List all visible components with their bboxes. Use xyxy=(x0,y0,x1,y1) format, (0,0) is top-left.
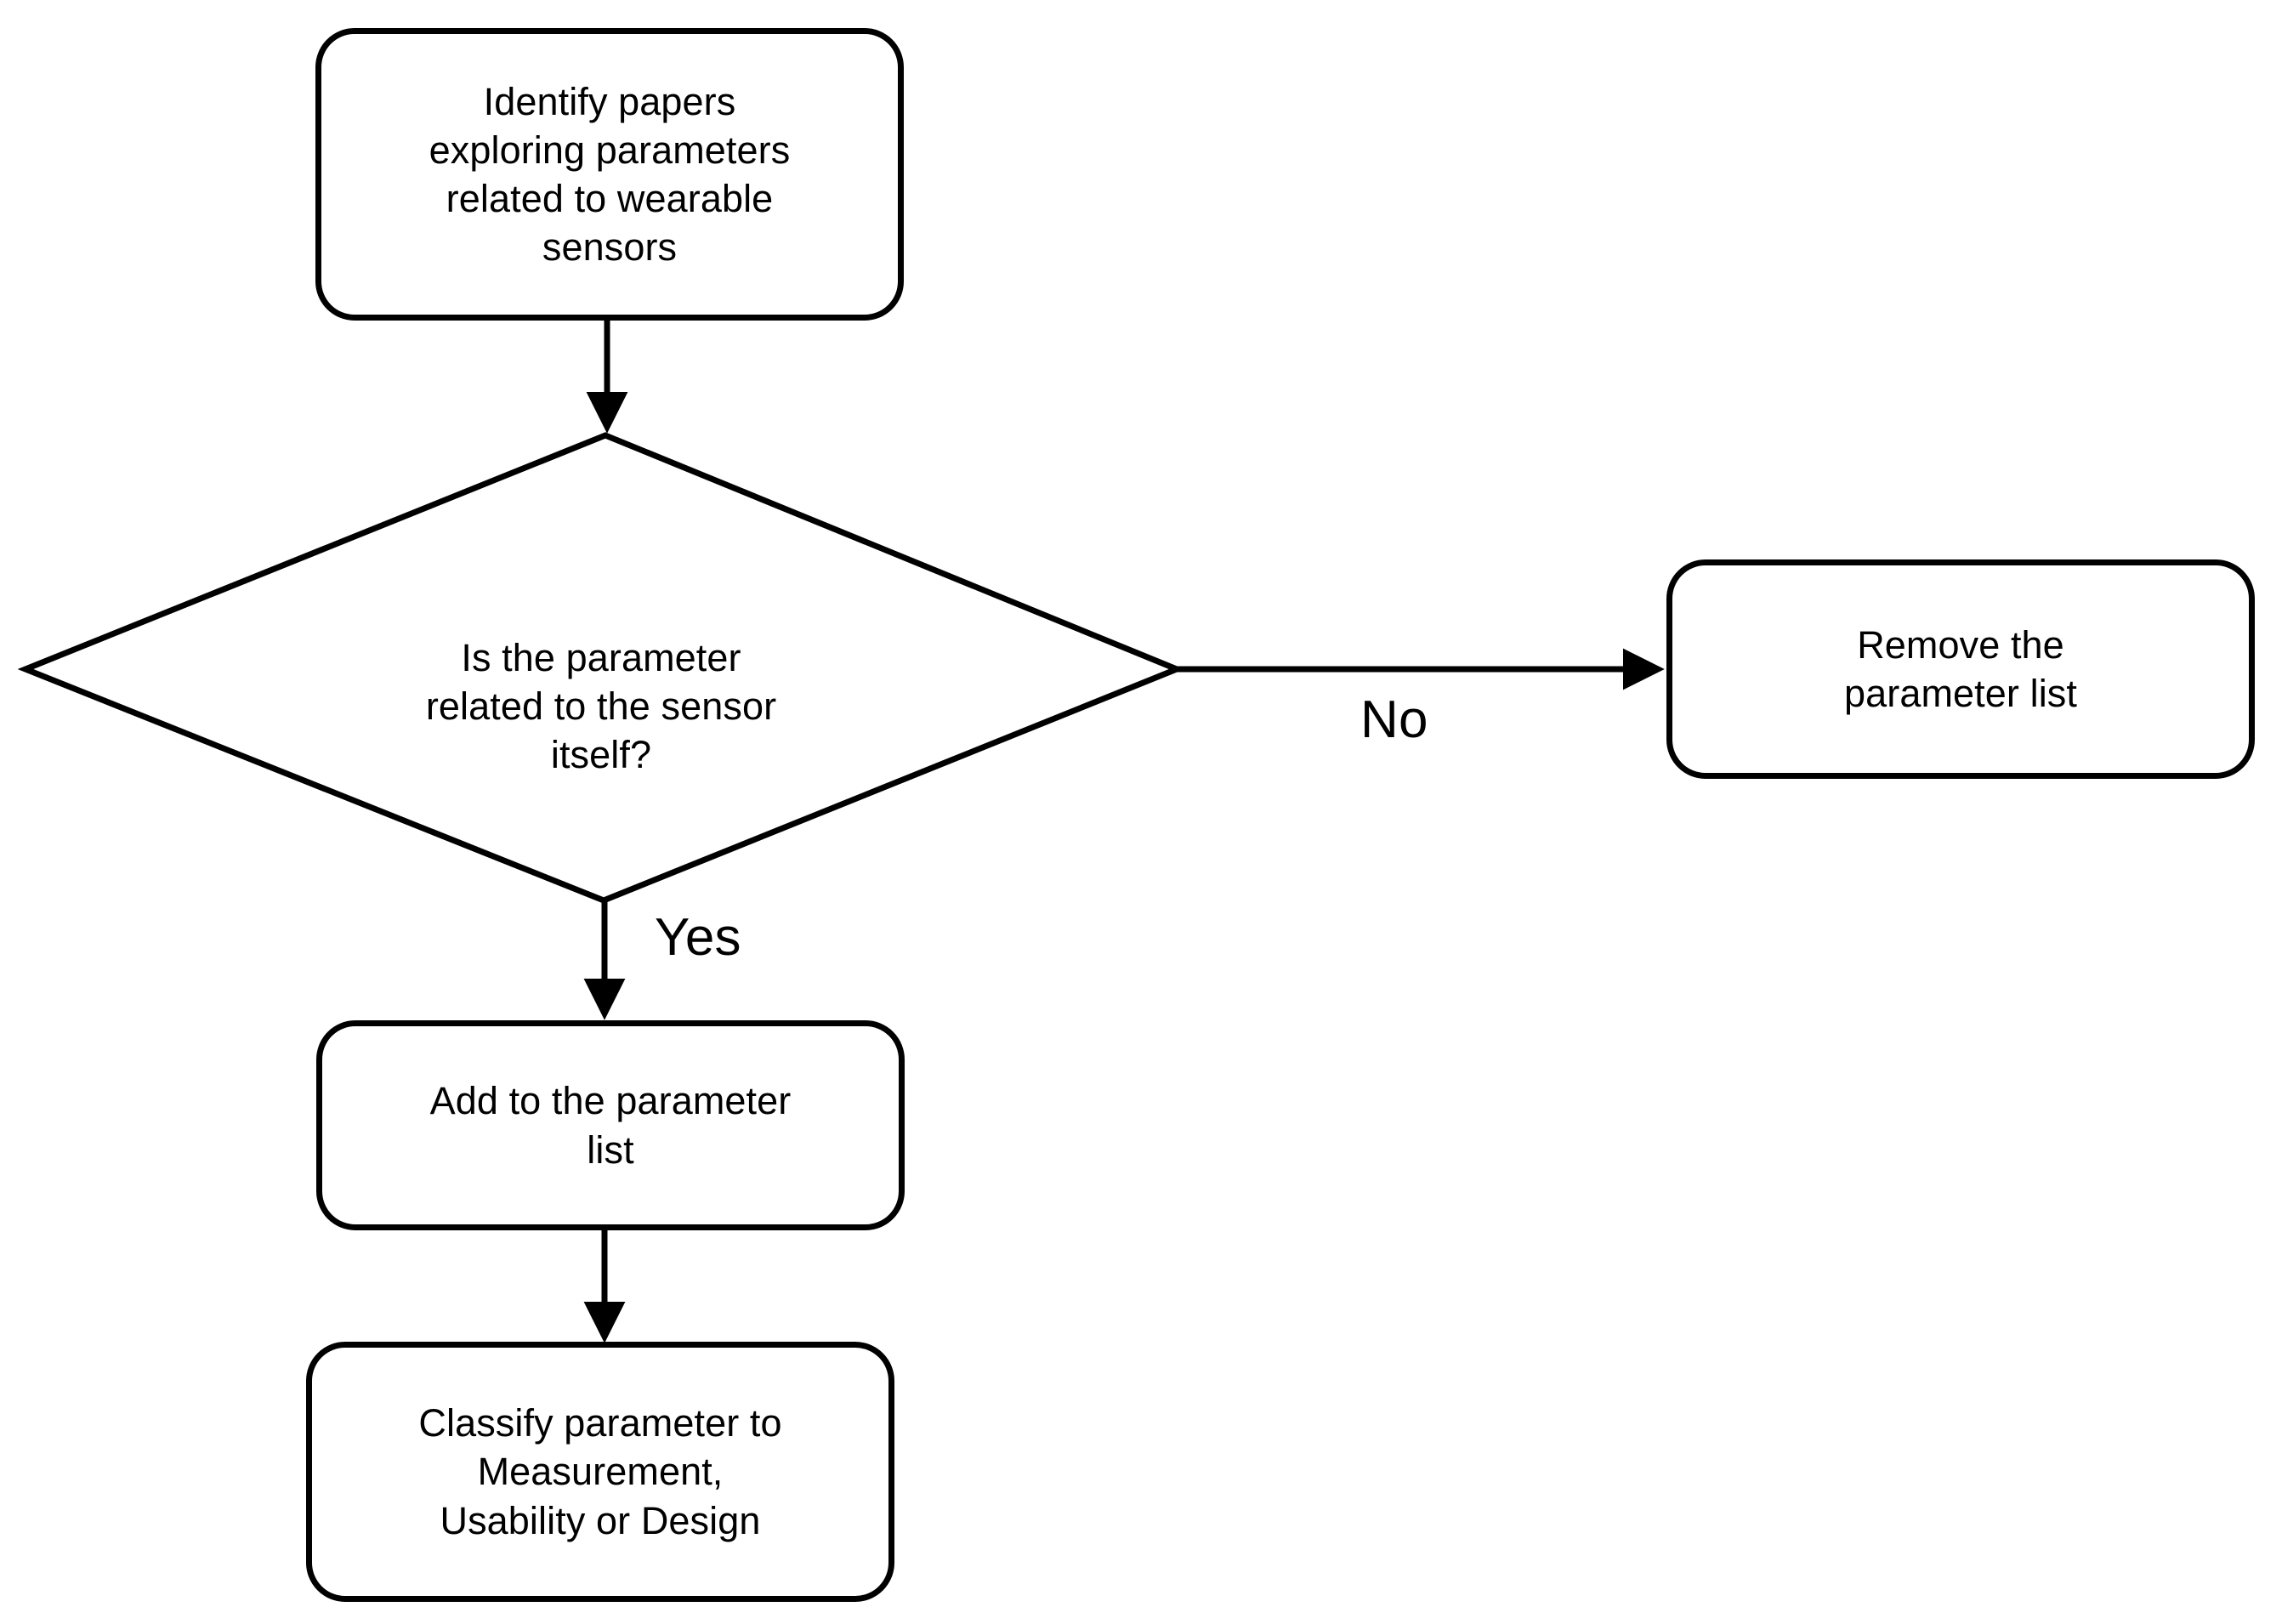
node-remove-parameter-list[interactable]: Remove the parameter list xyxy=(1666,559,2255,779)
node-classify-parameter-label: Classify parameter to Measurement, Usabi… xyxy=(418,1401,782,1542)
node-classify-parameter[interactable]: Classify parameter to Measurement, Usabi… xyxy=(306,1342,894,1602)
node-identify-papers[interactable]: Identify papers exploring parameters rel… xyxy=(315,28,904,321)
edge-label-yes: Yes xyxy=(655,908,741,967)
node-add-to-parameter-list[interactable]: Add to the parameter list xyxy=(316,1020,905,1230)
node-identify-papers-label: Identify papers exploring parameters rel… xyxy=(429,79,791,270)
node-decision-sensor-related[interactable]: Is the parameter related to the sensor i… xyxy=(346,585,856,780)
node-decision-sensor-related-label: Is the parameter related to the sensor i… xyxy=(425,636,777,777)
node-add-to-parameter-list-label: Add to the parameter list xyxy=(429,1079,792,1172)
edge-label-no: No xyxy=(1360,690,1428,749)
node-remove-parameter-list-label: Remove the parameter list xyxy=(1844,622,2077,715)
